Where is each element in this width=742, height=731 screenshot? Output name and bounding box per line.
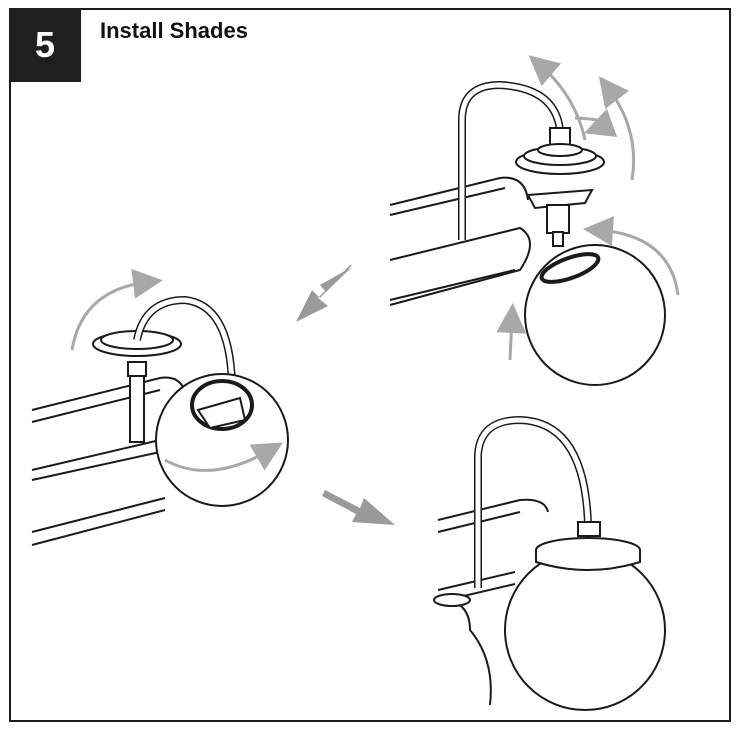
rotation-arrows-left: [70, 268, 283, 472]
step-number: 5: [34, 24, 56, 65]
step-number-badge: 5: [9, 8, 81, 82]
step-title: Install Shades: [100, 18, 248, 43]
rotation-arrows-top: [496, 55, 680, 361]
arrow-down-left-icon: [296, 265, 352, 322]
arrow-down-right-icon: [322, 490, 395, 525]
fixture-left: [31, 295, 289, 546]
fixture-top-right: [389, 80, 666, 386]
fixture-bottom-right: [433, 415, 666, 711]
